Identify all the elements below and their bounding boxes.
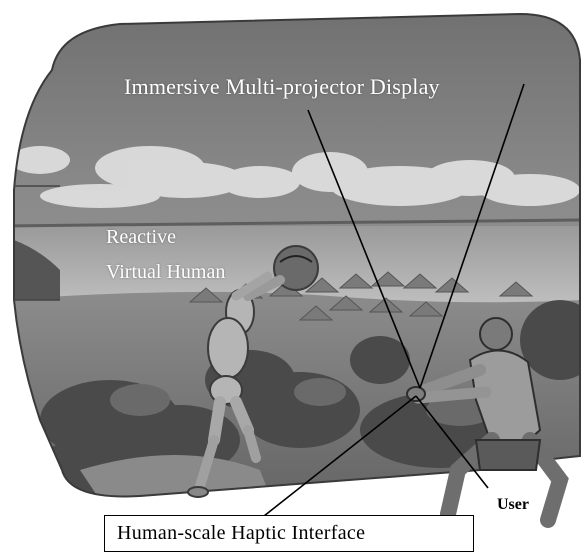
user-figure [406, 317, 569, 528]
virtual-human-figure [187, 245, 319, 498]
haptic-leader-line [263, 395, 417, 517]
clouds [14, 146, 580, 208]
leader-lines [263, 83, 525, 517]
virtual-human-label-line2: Virtual Human [106, 261, 226, 283]
user-leader-line [415, 395, 489, 489]
haptic-interface-text: Human-scale Haptic Interface [117, 522, 366, 544]
haptic-interface-label: Human-scale Haptic Interface [104, 515, 474, 552]
user-label: User [497, 496, 529, 513]
display-leader-left [307, 109, 421, 389]
display-leader-right [419, 83, 525, 389]
display-label: Immersive Multi-projector Display [124, 74, 440, 99]
virtual-human-label-line1: Reactive [106, 226, 176, 248]
